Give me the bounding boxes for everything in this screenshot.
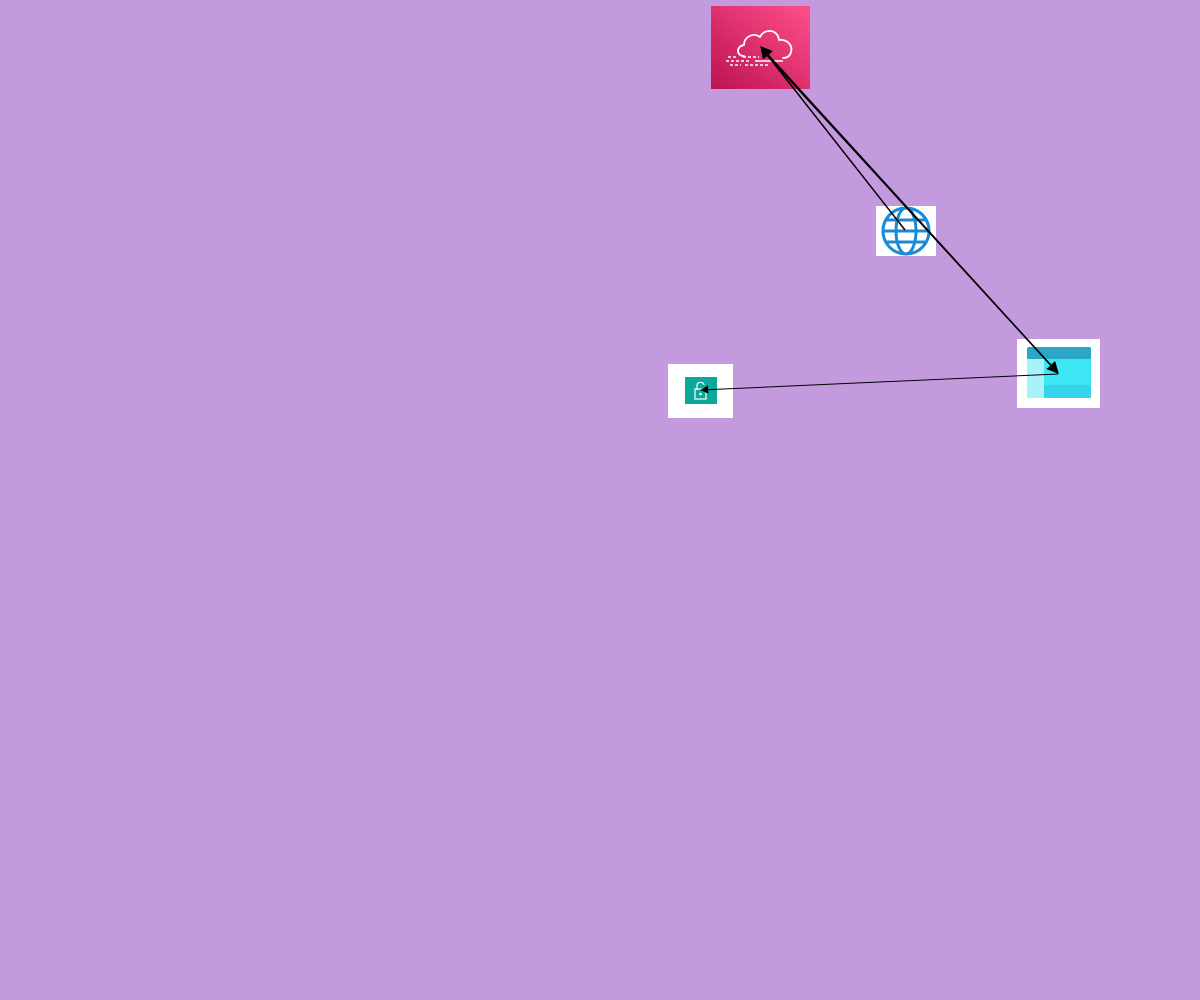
cloud-storage-icon [711, 6, 810, 89]
globe-node[interactable] [876, 206, 936, 256]
browser-window-node[interactable] [1017, 339, 1100, 408]
globe-icon [881, 206, 931, 256]
edge-window-to-lock [700, 373, 1059, 394]
browser-window-icon [1027, 347, 1091, 398]
unlocked-padlock-icon [685, 377, 717, 404]
cloud-node[interactable] [711, 6, 810, 89]
padlock-node[interactable] [668, 364, 733, 418]
